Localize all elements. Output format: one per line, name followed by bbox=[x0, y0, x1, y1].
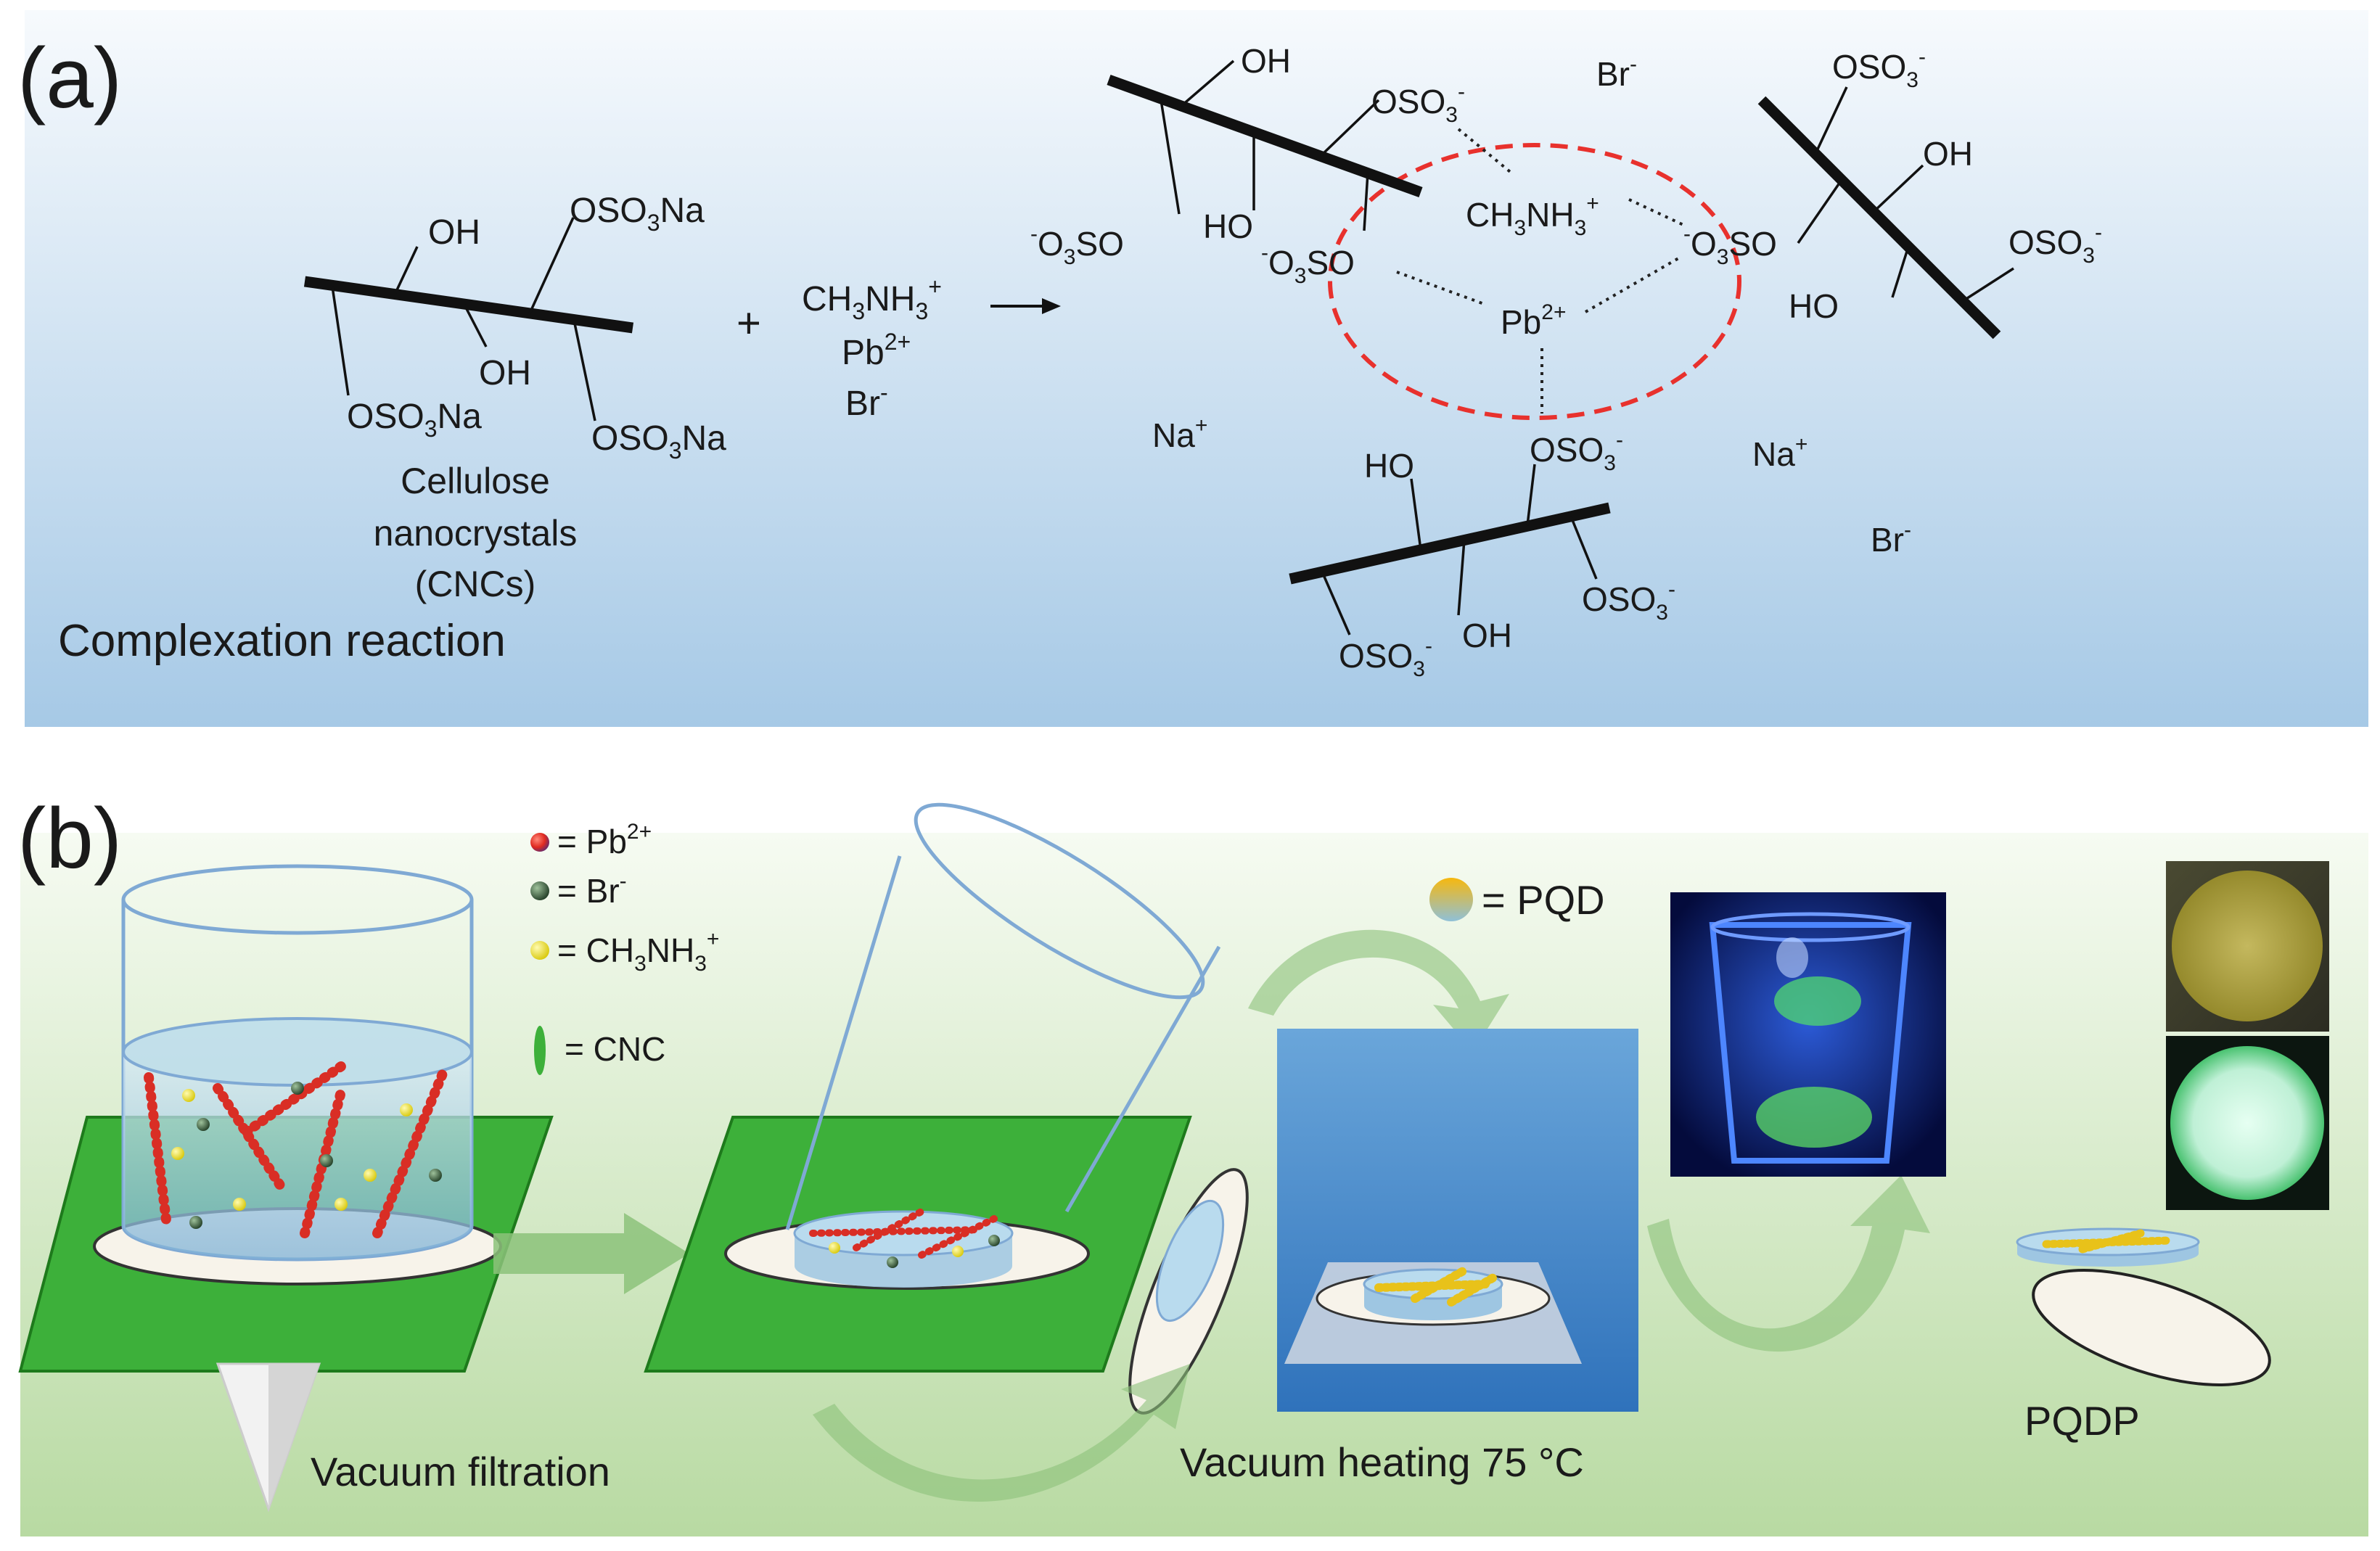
pqdp-label: PQDP bbox=[2024, 1398, 2140, 1444]
complexation-caption: Complexation reaction bbox=[58, 616, 506, 666]
legend-ma: = CH3NH3+ bbox=[557, 927, 719, 976]
vacuum-heating-label: Vacuum heating 75 °C bbox=[1180, 1439, 1584, 1485]
legend-cnc: = CNC bbox=[565, 1030, 665, 1068]
oso3na-label: OSO3Na bbox=[570, 192, 705, 236]
bond bbox=[573, 323, 596, 421]
cnc-chain-top-left bbox=[1107, 59, 1423, 231]
panel-a: (a) OH OSO3Na OH OSO3Na OSO3Na Cellulose… bbox=[17, 10, 2368, 727]
beaker-fluorescence-photo bbox=[1670, 892, 1946, 1177]
oso3na-label: OSO3Na bbox=[347, 398, 482, 442]
oh-label: OH bbox=[1923, 135, 1973, 173]
pqd-film bbox=[1363, 1265, 1503, 1320]
oso3-label: OSO3- bbox=[1371, 80, 1465, 127]
coordination-dots bbox=[1396, 128, 1684, 414]
curved-arrow-right bbox=[1647, 1175, 1930, 1352]
bond bbox=[528, 217, 575, 314]
cnc-name-line2: nanocrystals bbox=[374, 513, 578, 554]
panel-b-label: (b) bbox=[17, 791, 122, 886]
cnc-reactant-structure bbox=[303, 217, 634, 421]
plus-sign: + bbox=[736, 300, 761, 347]
panel-b: (b) bbox=[17, 791, 2368, 1536]
legend-br: = Br- bbox=[557, 869, 627, 910]
cnc-name-line1: Cellulose bbox=[401, 461, 550, 501]
ho-label: HO bbox=[1203, 207, 1253, 245]
panel-a-label: (a) bbox=[17, 30, 122, 126]
transfer-arrow bbox=[493, 1213, 689, 1294]
o3so-label: -O3SO bbox=[1683, 222, 1777, 269]
red-sphere-icon bbox=[530, 833, 549, 852]
coordination-ring bbox=[1328, 143, 1741, 420]
oso3na-label: OSO3Na bbox=[591, 419, 726, 464]
film-daylight-photo bbox=[2166, 861, 2329, 1032]
ions-in-beaker bbox=[171, 1082, 442, 1229]
cnc-chain-bottom bbox=[1289, 464, 1611, 635]
ho-label: HO bbox=[1364, 447, 1414, 485]
cellulose-backbone bbox=[303, 276, 634, 334]
tilted-beaker bbox=[785, 802, 1221, 1230]
oh-label: OH bbox=[479, 354, 531, 392]
cnc-rods-in-beaker bbox=[144, 1061, 448, 1238]
yellow-sphere-icon bbox=[530, 941, 549, 960]
cnc-chain-right bbox=[1757, 86, 2014, 340]
legend-pqd: = PQD bbox=[1482, 877, 1605, 923]
oh-label: OH bbox=[1462, 617, 1512, 654]
oh-label: OH bbox=[1241, 42, 1291, 80]
cnc-name-line3: (CNCs) bbox=[415, 564, 536, 604]
pqd-sphere-icon bbox=[1429, 878, 1473, 921]
oh-label: OH bbox=[428, 213, 480, 252]
o3so-label: -O3SO bbox=[1030, 222, 1124, 269]
dark-green-sphere-icon bbox=[530, 881, 549, 900]
filter-disc bbox=[2032, 1269, 2271, 1386]
green-rod-icon bbox=[534, 1026, 546, 1075]
vacuum-filtration-label: Vacuum filtration bbox=[311, 1449, 610, 1494]
o3so-label: -O3SO bbox=[1261, 241, 1355, 288]
bond bbox=[331, 286, 350, 396]
curved-arrow-down bbox=[1248, 929, 1509, 1052]
film-uv-photo bbox=[2166, 1036, 2329, 1210]
pqdp-film bbox=[2016, 1227, 2200, 1267]
ho-label: HO bbox=[1789, 287, 1839, 325]
curved-arrow-up bbox=[813, 1364, 1190, 1502]
reaction-arrow bbox=[990, 298, 1061, 314]
methylammonium-label: CH3NH3+ bbox=[1466, 192, 1599, 240]
vacuum-down-arrow bbox=[216, 1362, 321, 1513]
bond bbox=[394, 246, 419, 294]
wet-film bbox=[793, 1208, 1014, 1288]
bond bbox=[463, 304, 488, 347]
panel-a-background bbox=[25, 10, 2368, 727]
